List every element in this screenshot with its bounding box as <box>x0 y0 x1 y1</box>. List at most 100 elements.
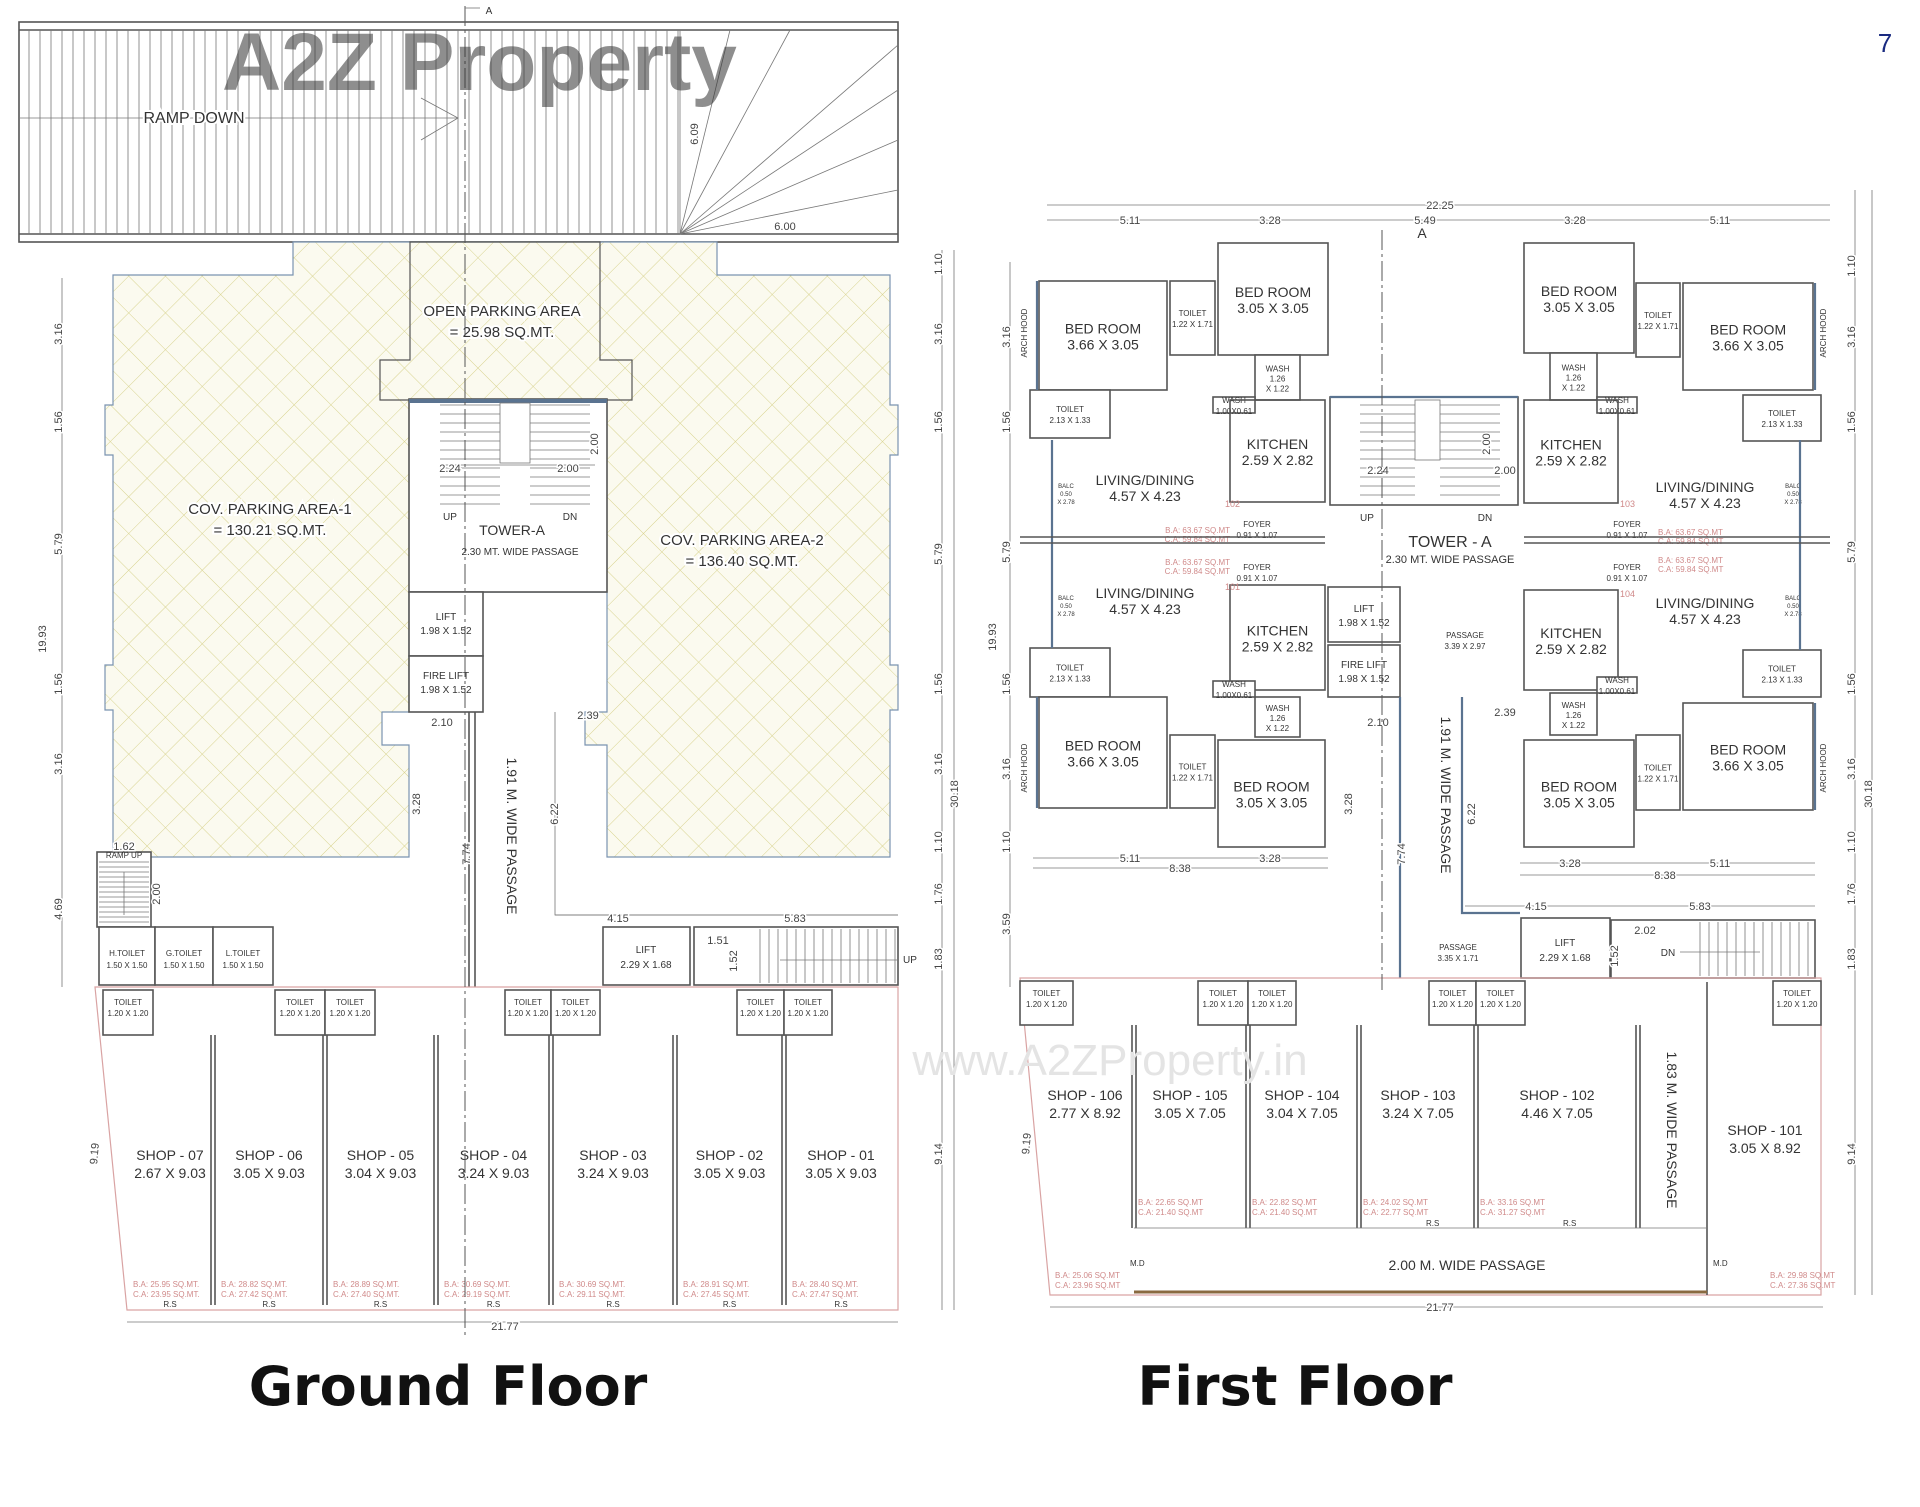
dimension-label: 4.15 <box>607 913 628 925</box>
shop-toilet-size: 1.20 X 1.20 <box>555 1009 596 1018</box>
shop-name: SHOP - 03 <box>579 1147 647 1163</box>
wash-small-size: 1.00X0.61 <box>1216 691 1253 700</box>
shop-name: SHOP - 105 <box>1152 1087 1227 1103</box>
shop-toilet-name: TOILET <box>1033 989 1061 998</box>
bed-room-name: BED ROOM <box>1541 779 1617 795</box>
dimension-label: 5.79 <box>1846 541 1858 562</box>
living-dining-size: 4.57 X 4.23 <box>1109 601 1181 617</box>
flat-carpet-area: C.A: 59.84 SQ.MT <box>1165 535 1230 544</box>
shop-name: SHOP - 04 <box>460 1147 528 1163</box>
common-toilet-size: 1.50 X 1.50 <box>164 961 205 970</box>
shop-toilet-size: 1.20 X 1.20 <box>740 1009 781 1018</box>
stair-up <box>693 926 899 986</box>
ff-lift-size: 1.98 X 1.52 <box>1338 618 1390 629</box>
dimension-label: 8.38 <box>1654 870 1675 882</box>
toilet-name: TOILET <box>1056 664 1084 673</box>
shop-built-area: B.A: 28.89 SQ.MT. <box>333 1280 399 1289</box>
url-watermark: www.A2ZProperty.in <box>911 1036 1307 1085</box>
dimension-label: 3.16 <box>933 753 945 774</box>
shop-size: 3.04 X 9.03 <box>345 1165 417 1181</box>
ff-passage-2-size: 3.35 X 1.71 <box>1438 954 1479 963</box>
flat-number: 102 <box>1225 499 1240 509</box>
arch-hood-label: ARCH HOOD <box>1020 743 1029 792</box>
shop-toilet-name: TOILET <box>562 998 590 1007</box>
toilet-name: TOILET <box>1768 409 1796 418</box>
shop-toilet-name: TOILET <box>1783 989 1811 998</box>
ff-fire-lift-name: FIRE LIFT <box>1341 660 1387 671</box>
bed-room-name: BED ROOM <box>1233 779 1309 795</box>
dimension-label: 5.83 <box>1689 901 1710 913</box>
dimension-label: 7.74 <box>1396 843 1408 864</box>
dimension-label: 1.62 <box>113 841 134 853</box>
shop: SHOP - 072.67 X 9.03B.A: 25.95 SQ.MT.C.A… <box>133 1147 206 1309</box>
ff-lift-2-name: LIFT <box>1555 938 1576 949</box>
ff-passage-1-size: 3.39 X 2.97 <box>1445 642 1486 651</box>
balcony-name: BALC <box>1785 484 1801 490</box>
shop-toilet-size: 1.20 X 1.20 <box>788 1009 829 1018</box>
bed-room-name: BED ROOM <box>1710 322 1786 338</box>
shop-toilet-size: 1.20 X 1.20 <box>1432 1000 1473 1009</box>
toilet-size: 2.13 X 1.33 <box>1050 675 1091 684</box>
shop-size: 3.05 X 9.03 <box>233 1165 305 1181</box>
a2z-logo-watermark: A2Z Property <box>222 17 737 108</box>
section-line-a: A A <box>464 6 1427 1335</box>
flat-built-area: B.A: 63.67 SQ.MT <box>1165 526 1230 535</box>
shop: SHOP - 023.05 X 9.03B.A: 28.91 SQ.MT.C.A… <box>683 1147 766 1309</box>
dimension-label: 9.14 <box>1846 1143 1858 1164</box>
shop-toilet-size: 1.20 X 1.20 <box>330 1009 371 1018</box>
wash-size: 1.26 <box>1566 711 1582 720</box>
shop-toilet-name: TOILET <box>336 998 364 1007</box>
shop-size: 3.04 X 7.05 <box>1266 1105 1338 1121</box>
foyer-size: 0.91 X 1.07 <box>1607 531 1648 540</box>
dimension-label: 1.83 <box>1846 948 1858 969</box>
shop-toilet-name: TOILET <box>1209 989 1237 998</box>
dimension-label: 2.02 <box>1634 925 1655 937</box>
foyer-size: 0.91 X 1.07 <box>1237 574 1278 583</box>
dimension-label: 6.22 <box>549 803 561 824</box>
dimension-label: 1.10 <box>1001 831 1013 852</box>
dimension-label: 7.74 <box>461 843 473 864</box>
wash-small-name: WASH <box>1222 680 1246 689</box>
fire-lift <box>408 655 484 713</box>
shop-carpet-area: C.A: 23.96 SQ.MT <box>1055 1281 1120 1290</box>
ff-lift-2 <box>1520 917 1611 979</box>
common-toilet-size: 1.50 X 1.50 <box>107 961 148 970</box>
dimension-label: 5.83 <box>784 913 805 925</box>
wash-small-size: 1.00X0.61 <box>1216 407 1253 416</box>
shop-carpet-area: C.A: 27.40 SQ.MT. <box>333 1290 400 1299</box>
dimension-label: 21.77 <box>1426 1302 1454 1314</box>
flat-number: 101 <box>1225 582 1240 592</box>
living-dining-name: LIVING/DINING <box>1656 479 1755 495</box>
dimension-label: 5.79 <box>1001 541 1013 562</box>
dimension-label: 1.10 <box>1846 831 1858 852</box>
shop-toilet-name: TOILET <box>747 998 775 1007</box>
wash-size: 1.26 <box>1566 374 1582 383</box>
shop-built-area: B.A: 33.16 SQ.MT <box>1480 1198 1545 1207</box>
ff-shops-outline <box>1019 977 1822 1296</box>
dimension-label: 1.56 <box>1001 411 1013 432</box>
shop-size: 3.24 X 9.03 <box>577 1165 649 1181</box>
fire-lift-name: FIRE LIFT <box>423 671 469 682</box>
toilet-size: 1.22 X 1.71 <box>1638 322 1679 331</box>
shop-built-area: B.A: 22.65 SQ.MT <box>1138 1198 1203 1207</box>
shop-carpet-area: C.A: 27.42 SQ.MT. <box>221 1290 288 1299</box>
dimension-label: 3.28 <box>1559 858 1580 870</box>
toilet-size: 2.13 X 1.33 <box>1762 420 1803 429</box>
dimension-label: 19.93 <box>987 623 999 651</box>
living-dining-name: LIVING/DINING <box>1656 595 1755 611</box>
dimension-label: 2.24 <box>439 463 460 475</box>
shop-size: 4.46 X 7.05 <box>1521 1105 1593 1121</box>
ff-lift <box>1327 586 1401 643</box>
